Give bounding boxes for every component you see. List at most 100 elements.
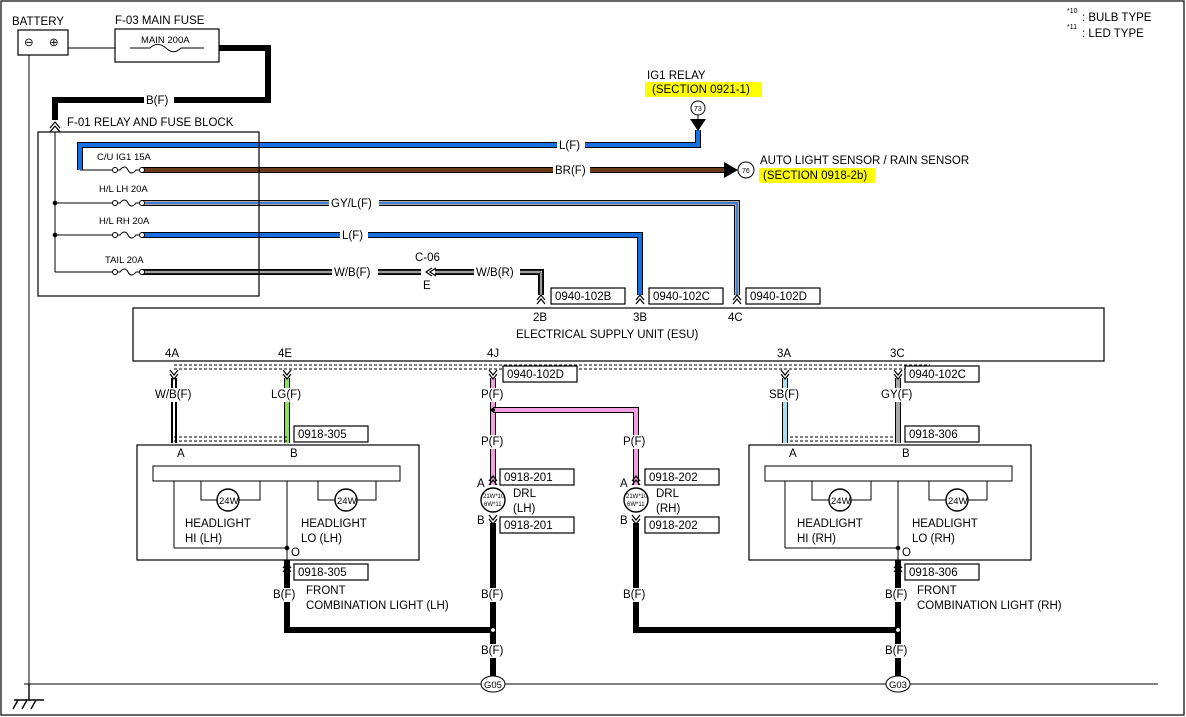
diagram-label: G03 (889, 680, 907, 691)
battery: BATTERY ⊖ ⊕ (12, 16, 69, 56)
signal-arrow-icon (690, 119, 706, 131)
diagram-label: B (290, 448, 298, 460)
diagram-label: 0918-305 (298, 567, 347, 579)
diagram-label: 0940-102C (909, 369, 966, 381)
connector-arrow-icon (631, 514, 641, 525)
diagram-label: 6W*11 (627, 502, 645, 508)
diagram-label: 0918-306 (909, 567, 958, 579)
diagram-label: MAIN 200A (141, 35, 190, 46)
diagram-label: B (620, 515, 628, 527)
diagram-label: B(F) (885, 589, 908, 601)
diagram-label: C/U IG1 15A (97, 152, 152, 163)
bulb-icon (480, 487, 506, 513)
diagram-label: P(F) (623, 436, 646, 448)
diagram-label: B (902, 448, 910, 460)
diagram-label: 2B (533, 312, 547, 324)
diagram-label: 0918-202 (649, 472, 698, 484)
diagram-label: 73 (694, 106, 702, 113)
diagram-label: H/L RH 20A (99, 216, 150, 227)
diagram-label: 6W*11 (484, 502, 502, 508)
diagram-label: : LED TYPE (1082, 28, 1144, 40)
diagram-label: B(F) (623, 589, 646, 601)
connector-arrow-icon (488, 369, 498, 380)
ground-g03-icon (885, 675, 911, 693)
connector-arrow-icon (893, 562, 903, 573)
connector-arrow-icon (536, 294, 546, 305)
diagram-label: W/B(F) (334, 267, 371, 279)
diagram-label: G05 (484, 680, 502, 691)
diagram-label: F-03 MAIN FUSE (115, 15, 205, 27)
bulb-icon (334, 488, 358, 512)
legend: *10 : BULB TYPE *11 : LED TYPE (1067, 8, 1152, 40)
diagram-label: 76 (742, 168, 750, 175)
diagram-label: 0918-202 (649, 520, 698, 532)
diagram-label: B(F) (273, 589, 296, 601)
diagram-label: A (477, 478, 485, 490)
diagram-label: HEADLIGHT (797, 518, 863, 530)
diagram-label: 24W (219, 496, 239, 507)
diagram-label: LO (LH) (301, 533, 342, 545)
diagram-label: 21W*10 (483, 494, 505, 500)
diagram-label: F-01 RELAY AND FUSE BLOCK (67, 117, 234, 129)
diagram-label: A (177, 448, 185, 460)
diagram-label: 24W (831, 496, 851, 507)
front-combination-light-rh: SB(F) GY(F) 0918-306 A B 24W 24W HEADLIG… (748, 388, 1062, 612)
diagram-label: GY/L(F) (331, 198, 372, 210)
diagram-label: 0940-102B (555, 291, 612, 303)
diagram-label: B(F) (481, 645, 504, 657)
connector-arrow-icon (488, 514, 498, 525)
diagram-label: 0918-306 (909, 429, 958, 441)
diagram-label: W/B(R) (476, 267, 514, 279)
diagram-label: HEADLIGHT (301, 518, 367, 530)
diagram-label: BATTERY (12, 16, 64, 28)
connector-arrow-icon (893, 369, 903, 380)
diagram-label: LO (RH) (912, 533, 955, 545)
diagram-label: C-06 (415, 252, 440, 264)
diagram-label: (SECTION 0921-1) (652, 84, 750, 96)
connector-arrow-icon (49, 121, 61, 133)
chassis-ground-icon (12, 684, 44, 710)
connector-arrow-icon (282, 369, 292, 380)
diagram-label: DRL (656, 488, 680, 500)
ig1-relay-ref: IG1 RELAY (SECTION 0921-1) 73 (645, 70, 762, 131)
diagram-label: 3A (777, 348, 791, 360)
diagram-label: B(F) (481, 589, 504, 601)
diagram-label: P(F) (481, 436, 504, 448)
diagram-label: P(F) (481, 389, 504, 401)
diagram-label: 0918-201 (504, 472, 553, 484)
diagram-label: (SECTION 0918-2b) (763, 170, 867, 182)
wire-labels-top: B(F) L(F) BR(F) GY/L(F) L(F) W/B(F) W/B(… (144, 93, 590, 292)
battery-positive-icon: ⊕ (49, 37, 59, 49)
diagram-label: HI (LH) (185, 533, 222, 545)
connector-arrow-icon (631, 475, 641, 486)
diagram-label: HEADLIGHT (912, 518, 978, 530)
ground-points: B(F) G05 G03 (480, 644, 914, 693)
diagram-label: L(F) (342, 230, 363, 242)
diagram-label: HI (RH) (797, 533, 836, 545)
bulb-icon (216, 488, 240, 512)
diagram-label: AUTO LIGHT SENSOR / RAIN SENSOR (760, 155, 969, 167)
diagram-label: 0918-305 (298, 429, 347, 441)
diagram-label: : BULB TYPE (1082, 12, 1152, 24)
diagram-label: COMBINATION LIGHT (LH) (306, 600, 449, 612)
diagram-label: SB(F) (769, 389, 799, 401)
drl-lh: P(F) P(F) 0918-201 A 21W*10 6W*11 DRL (L… (477, 388, 575, 658)
diagram-label: 24W (948, 496, 968, 507)
diagram-label: O (291, 547, 300, 559)
diagram-label: 3B (633, 312, 647, 324)
connector-arrow-icon (780, 369, 790, 380)
diagram-label: 0940-102C (653, 291, 710, 303)
diagram-label: LG(F) (271, 389, 301, 401)
diagram-label: O (902, 547, 911, 559)
signal-arrow-icon (724, 162, 738, 178)
diagram-label: DRL (513, 488, 537, 500)
diagram-label: 21W*10 (626, 494, 648, 500)
diagram-label: TAIL 20A (105, 255, 144, 266)
connector-arrow-icon (169, 369, 179, 380)
diagram-label: W/B(F) (155, 389, 192, 401)
diagram-label: 3C (890, 348, 905, 360)
diagram-label: B (477, 515, 485, 527)
diagram-label: COMBINATION LIGHT (RH) (917, 600, 1062, 612)
diagram-label: ELECTRICAL SUPPLY UNIT (ESU) (516, 329, 699, 341)
